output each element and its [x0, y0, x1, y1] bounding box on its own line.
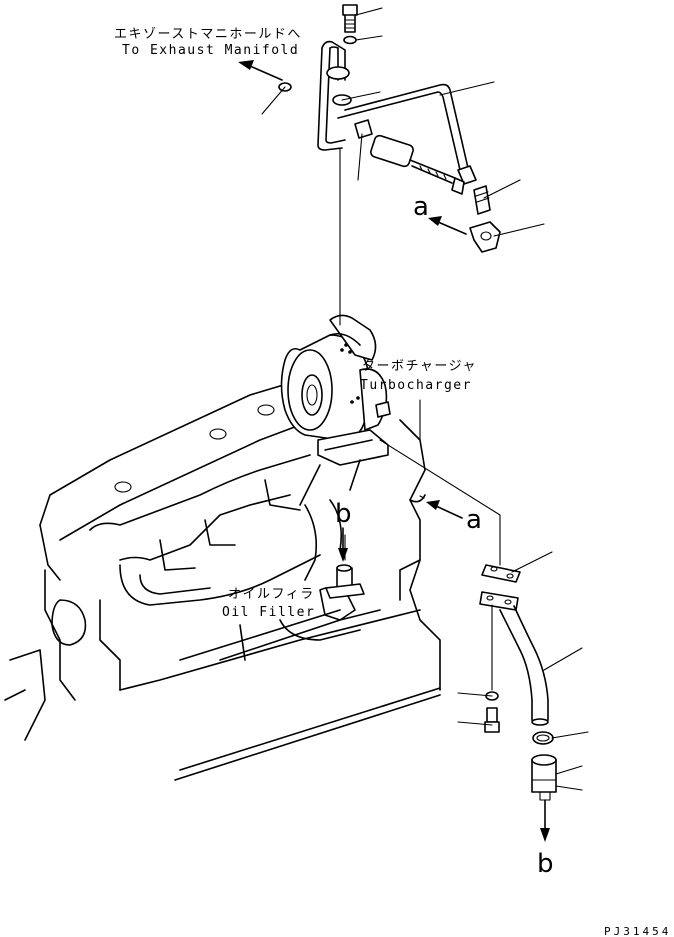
- ref-b-mid: b: [335, 499, 352, 529]
- oil-inlet-pipe: [317, 40, 477, 185]
- arrow-to-exhaust: [238, 60, 283, 81]
- leader-lines: [261, 7, 589, 791]
- drawing-code: PJ31454: [604, 925, 671, 937]
- elbow-fitting: [473, 185, 491, 215]
- tee-adapter: [469, 221, 501, 253]
- arrow-a-right: [426, 500, 463, 519]
- oil-filler-cap: [325, 534, 365, 599]
- turbocharger: [280, 314, 391, 506]
- oil-drain-parts: [379, 399, 557, 801]
- pipe-connector: [370, 134, 465, 195]
- exhaust-label-en: To Exhaust Manifold: [122, 43, 299, 58]
- ref-a-top: a: [413, 192, 429, 222]
- arrow-b-mid: [338, 527, 348, 562]
- ref-b-bottom: b: [537, 849, 554, 879]
- top-bolt: [342, 4, 358, 45]
- engine-block: [4, 379, 441, 781]
- arrow-b-bottom: [540, 799, 550, 842]
- oil-label-ja: オイルフィラ: [228, 587, 315, 602]
- ref-a-right: a: [466, 505, 482, 535]
- turbo-label-en: Turbocharger: [360, 378, 472, 393]
- turbo-label-ja: ターボチャージャ: [362, 359, 477, 374]
- exhaust-label-ja: エキゾーストマニホールドへ: [114, 27, 302, 42]
- oil-label-en: Oil Filler: [222, 605, 315, 620]
- arrow-a-top: [428, 216, 467, 235]
